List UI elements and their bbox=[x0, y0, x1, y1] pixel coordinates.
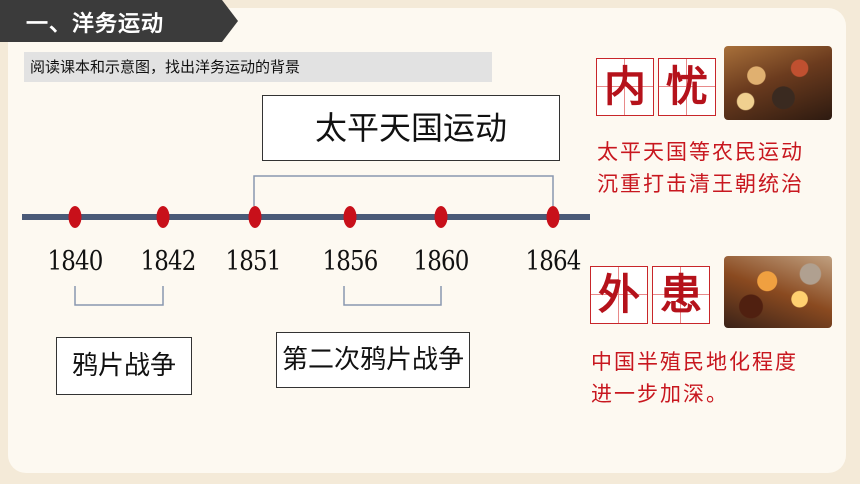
external-text-line2: 进一步加深。 bbox=[591, 382, 729, 406]
taiping-movement-box: 太平天国运动 bbox=[262, 95, 560, 161]
instruction-text: 阅读课本和示意图，找出洋务运动的背景 bbox=[24, 52, 492, 82]
external-text-line1: 中国半殖民地化程度 bbox=[591, 350, 798, 374]
timeline-dot-1864 bbox=[546, 206, 560, 228]
timeline-dot-1842 bbox=[156, 206, 170, 228]
internal-text-line2: 沉重打击清王朝统治 bbox=[597, 172, 804, 196]
taiping-battle-image bbox=[724, 46, 832, 120]
internal-text-line1: 太平天国等农民运动 bbox=[597, 140, 804, 164]
second-opium-war-box: 第二次鸦片战争 bbox=[276, 332, 470, 388]
external-char-wai: 外 bbox=[590, 266, 648, 324]
section-title: 一、洋务运动 bbox=[26, 12, 165, 37]
section-title-banner: 一、洋务运动 bbox=[0, 0, 238, 42]
internal-char-you: 忧 bbox=[658, 58, 716, 116]
opium-war-2-bracket bbox=[343, 286, 442, 306]
taiping-bracket bbox=[253, 175, 554, 206]
timeline-dot-1856 bbox=[343, 206, 357, 228]
year-label: 1851 bbox=[225, 246, 281, 277]
internal-char-nei: 内 bbox=[596, 58, 654, 116]
year-label: 1842 bbox=[140, 246, 196, 277]
timeline-dot-1860 bbox=[434, 206, 448, 228]
foreign-invasion-image bbox=[724, 256, 832, 328]
opium-war-1-bracket bbox=[74, 286, 164, 306]
timeline-dot-1851 bbox=[248, 206, 262, 228]
timeline-dot-1840 bbox=[68, 206, 82, 228]
year-label: 1864 bbox=[525, 246, 581, 277]
external-char-huan: 患 bbox=[652, 266, 710, 324]
year-label: 1856 bbox=[322, 246, 378, 277]
year-label: 1860 bbox=[413, 246, 469, 277]
opium-war-box: 鸦片战争 bbox=[56, 337, 192, 395]
year-label: 1840 bbox=[47, 246, 103, 277]
